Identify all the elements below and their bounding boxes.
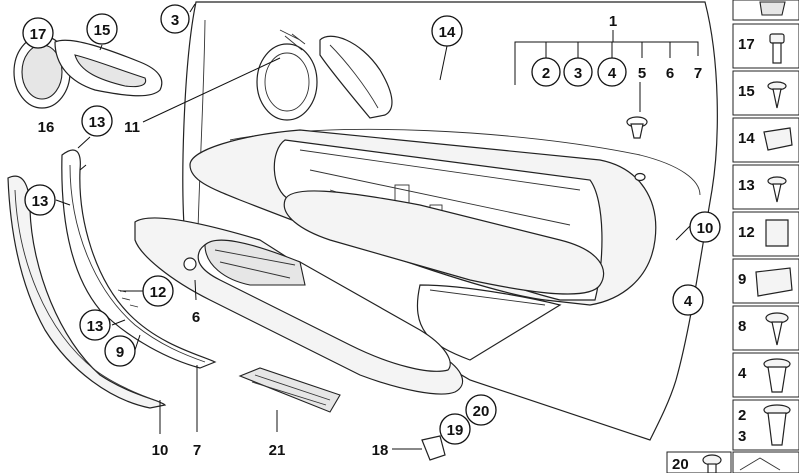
sidebar-cell-8 — [732, 305, 799, 351]
callout-7-bottom: 7 — [193, 442, 201, 459]
clip-icon — [763, 127, 793, 151]
screw-icon — [767, 81, 787, 109]
callout-10-right: 10 — [697, 220, 714, 237]
callout-13-c: 13 — [87, 318, 104, 335]
expanding-rivet-icon — [763, 358, 791, 393]
clip-icon — [765, 219, 789, 247]
callout-7: 7 — [694, 65, 702, 82]
sidebar-cell-17 — [732, 23, 799, 69]
callout-circle-3-top — [160, 4, 190, 34]
callout-13-a: 13 — [89, 114, 106, 131]
callout-15: 15 — [94, 22, 111, 39]
callout-circle-12 — [142, 275, 174, 307]
callout-6-left: 6 — [192, 309, 200, 326]
callout-11: 11 — [124, 119, 140, 136]
expanding-rivet-5 — [626, 116, 648, 139]
screw-icon — [767, 176, 787, 203]
handle-trim-15 — [54, 39, 163, 97]
screw-icon — [765, 312, 789, 346]
callout-12: 12 — [150, 284, 167, 301]
leader-lines — [55, 3, 699, 450]
sidebar-cell-15 — [732, 70, 799, 116]
sidebar-label-2: 2 — [738, 407, 746, 424]
callout-3-top: 3 — [171, 12, 179, 29]
callout-1: 1 — [609, 13, 617, 30]
callout-20: 20 — [473, 403, 490, 420]
armrest-part-6 — [134, 217, 464, 395]
callout-3: 3 — [574, 65, 582, 82]
callouts: 1 2 3 4 5 6 7 3 14 17 15 16 11 13 13 12 … — [22, 4, 721, 459]
callout-circle-9 — [104, 335, 136, 367]
bottom-cell-symbol — [732, 451, 799, 473]
sidebar-label-3: 3 — [738, 428, 746, 445]
callout-circle-13-b — [24, 184, 56, 216]
callout-17: 17 — [30, 26, 47, 43]
callout-5: 5 — [638, 65, 646, 82]
pull-handle-21 — [238, 367, 341, 413]
sidebar-label-13: 13 — [738, 177, 755, 194]
bottom-label-20: 20 — [672, 456, 689, 473]
speaker-cover-16 — [13, 35, 71, 109]
callout-circle-13-a — [81, 105, 113, 137]
callout-13-b: 13 — [32, 193, 49, 210]
door-panel — [182, 1, 718, 441]
callout-10-left: 10 — [152, 442, 169, 459]
callout-circle-17 — [22, 17, 54, 49]
callout-9: 9 — [116, 344, 124, 361]
trim-strip-10 — [7, 175, 167, 409]
callout-circle-2 — [531, 57, 561, 87]
sidebar-label-12: 12 — [738, 224, 755, 241]
expanding-rivet-icon — [763, 404, 791, 446]
callout-6: 6 — [666, 65, 674, 82]
sidebar-cell-4 — [732, 352, 799, 398]
sidebar-label-4: 4 — [738, 365, 747, 382]
callout-18: 18 — [372, 442, 389, 459]
callout-4-right: 4 — [684, 293, 693, 310]
callout-circle-13-c — [79, 309, 111, 341]
callout-circle-20 — [465, 394, 497, 426]
callout-circle-15 — [86, 13, 118, 45]
sidebar-label-9: 9 — [738, 271, 746, 288]
clip-icon — [755, 267, 793, 297]
callout-21: 21 — [269, 442, 286, 459]
sidebar-label-15: 15 — [738, 83, 755, 100]
callout-2: 2 — [542, 65, 550, 82]
callout-circle-14 — [431, 15, 463, 47]
callout-14: 14 — [439, 24, 456, 41]
callout-circle-19 — [439, 413, 471, 445]
callout-circle-3 — [563, 57, 593, 87]
sidebar-cell-13 — [732, 164, 799, 210]
arrow-icon — [739, 457, 781, 471]
sidebar-label-8: 8 — [738, 318, 746, 335]
clip-icon — [759, 1, 786, 16]
callout-19: 19 — [447, 422, 464, 439]
screw-icon — [769, 33, 785, 64]
sidebar-label-17: 17 — [738, 36, 755, 53]
callout-4: 4 — [608, 65, 617, 82]
callout-circle-4-right — [672, 284, 704, 316]
parts-sidebar: 17 15 14 13 12 9 8 — [666, 0, 799, 473]
screw-icon — [702, 454, 722, 473]
cover-cap-18 — [421, 435, 446, 461]
callout-16: 16 — [38, 119, 55, 136]
callout-circle-10-right — [689, 211, 721, 243]
sidebar-label-14: 14 — [738, 130, 755, 147]
callout-circle-4 — [597, 57, 627, 87]
trim-strip-7 — [61, 149, 217, 369]
